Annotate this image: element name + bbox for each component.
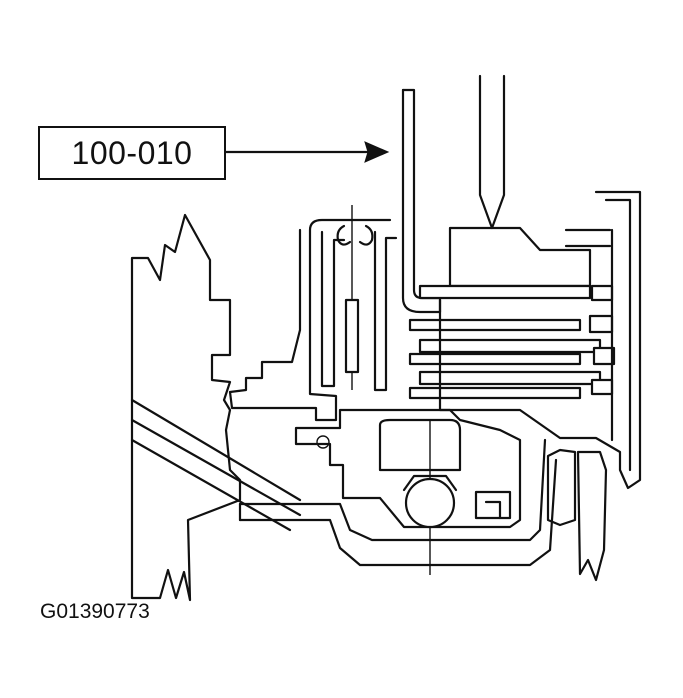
special-tool-hook bbox=[401, 88, 442, 314]
clutch-drum bbox=[438, 190, 642, 582]
left-housing bbox=[130, 213, 302, 602]
tool-callout-label: 100-010 bbox=[71, 134, 193, 171]
callout-arrow bbox=[224, 141, 390, 163]
pump-housing bbox=[228, 205, 398, 422]
clutch-plates bbox=[408, 284, 616, 400]
lower-body bbox=[238, 408, 558, 575]
screwdriver-tool bbox=[478, 74, 506, 230]
clutch-piston bbox=[448, 226, 612, 288]
figure-id-label: G01390773 bbox=[40, 600, 150, 623]
tool-callout-box: 100-010 bbox=[38, 126, 226, 180]
